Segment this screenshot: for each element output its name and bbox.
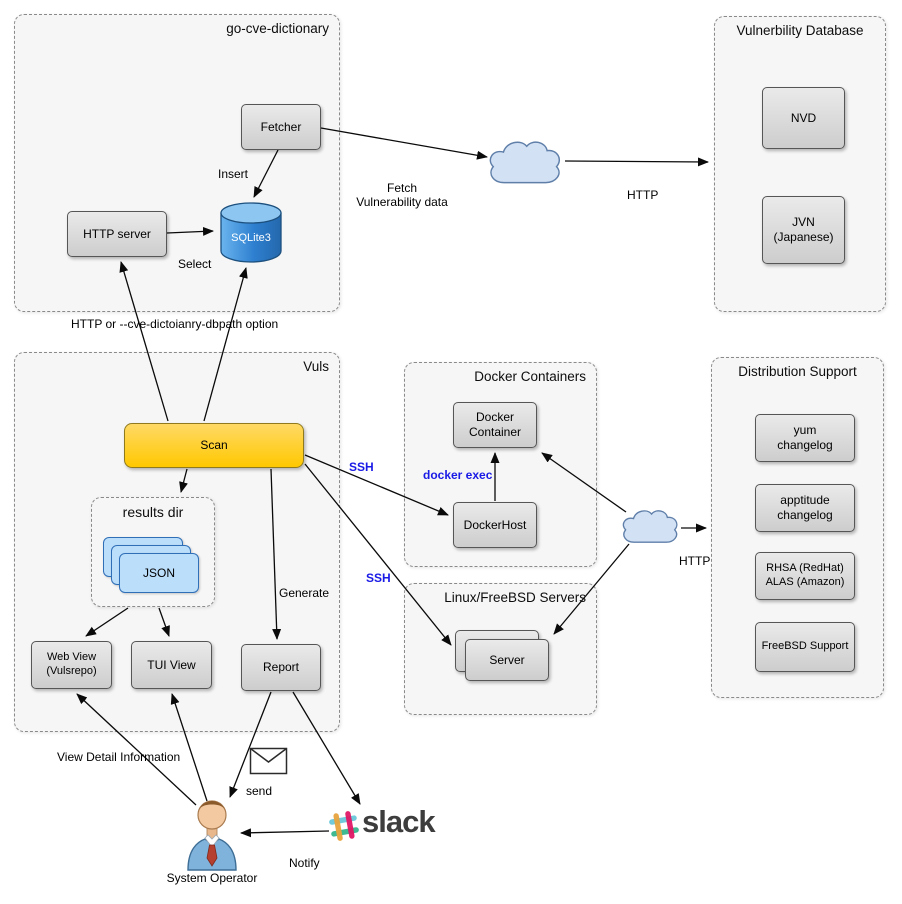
slack-hash-icon — [329, 811, 359, 841]
label-http-top: HTTP — [627, 188, 659, 202]
label-system-operator: System Operator — [166, 871, 258, 885]
json-file-card: JSON — [119, 553, 199, 593]
node-docker-container: Docker Container — [453, 402, 537, 448]
arrow-cloud-to-vulndb — [564, 157, 709, 167]
node-apptitude-changelog: apptitude changelog — [755, 484, 855, 532]
node-server: Server — [465, 639, 549, 681]
label-http-right: HTTP — [679, 554, 711, 568]
node-docker-host: DockerHost — [453, 502, 537, 548]
arrow-scan-to-sqlite3 — [203, 267, 248, 422]
label-view-detail-information: View Detail Information — [57, 750, 181, 764]
node-report: Report — [241, 644, 321, 691]
arrow-slack-to-operator — [240, 828, 330, 838]
arrow-fetcher-to-sqlite3 — [253, 149, 279, 198]
node-scan: Scan — [124, 423, 304, 468]
internet-cloud-icon-2 — [622, 510, 678, 543]
group-docker-containers-title: Docker Containers — [474, 369, 586, 384]
arrow-report-to-slack — [292, 691, 361, 805]
group-distribution-support-title: Distribution Support — [738, 364, 857, 379]
arrow-json-to-tuiview — [158, 607, 170, 637]
label-ssh-docker: SSH — [349, 460, 374, 474]
arrow-operator-to-webview — [76, 693, 197, 806]
group-go-cve-dictionary-title: go-cve-dictionary — [226, 21, 329, 36]
group-vuls-title: Vuls — [303, 359, 329, 374]
group-go-cve-dictionary: go-cve-dictionary — [14, 14, 340, 312]
group-linux-freebsd-servers-title: Linux/FreeBSD Servers — [444, 590, 586, 605]
node-http-server: HTTP server — [67, 211, 167, 257]
arrow-scan-to-report — [270, 468, 282, 640]
arrow-scan-to-server — [304, 463, 452, 646]
slack-logo-text: slack — [362, 804, 436, 839]
node-nvd: NVD — [762, 87, 845, 149]
node-freebsd-support: FreeBSD Support — [755, 622, 855, 672]
arrow-operator-to-tuiview — [170, 693, 208, 802]
internet-cloud-icon — [489, 141, 560, 184]
node-rhsa-alas: RHSA (RedHat) ALAS (Amazon) — [755, 552, 855, 600]
arrow-fetcher-to-cloud — [320, 127, 488, 160]
node-yum-changelog: yum changelog — [755, 414, 855, 462]
node-sqlite3-label: SQLite3 — [231, 232, 271, 244]
label-http-dbpath-option: HTTP or --cve-dictoianry-dbpath option — [71, 317, 279, 331]
node-tui-view: TUI View — [131, 641, 212, 689]
arrow-cloud-to-server — [553, 543, 630, 635]
sqlite3-database-icon: SQLite3 — [220, 202, 282, 263]
label-docker-exec: docker exec — [423, 468, 493, 482]
label-notify: Notify — [289, 856, 320, 870]
label-generate: Generate — [279, 586, 330, 600]
system-operator-icon — [187, 800, 237, 871]
label-select: Select — [178, 257, 212, 271]
arrow-scan-to-dockerhost — [304, 454, 449, 516]
arrow-report-to-operator — [229, 691, 272, 798]
label-insert: Insert — [218, 167, 249, 181]
mail-envelope-icon — [249, 747, 288, 775]
group-results-dir-title: results dir — [122, 504, 184, 520]
arrow-scan-to-httpserver — [119, 261, 169, 422]
node-web-view: Web View (Vulsrepo) — [31, 641, 112, 689]
group-vulnerability-database-title: Vulnerbility Database — [736, 23, 864, 38]
arrow-scan-to-resultsdir — [179, 468, 188, 493]
arrow-cloud-to-container — [541, 452, 627, 513]
arrow-json-to-webview — [85, 607, 129, 637]
node-fetcher: Fetcher — [241, 104, 321, 150]
node-jvn: JVN (Japanese) — [762, 196, 845, 264]
label-send: send — [246, 784, 273, 798]
label-fetch-vulnerability-data: Fetch Vulnerability data — [356, 181, 448, 209]
label-ssh-linux: SSH — [366, 571, 391, 585]
arrow-httpserver-to-sqlite3 — [166, 226, 214, 236]
